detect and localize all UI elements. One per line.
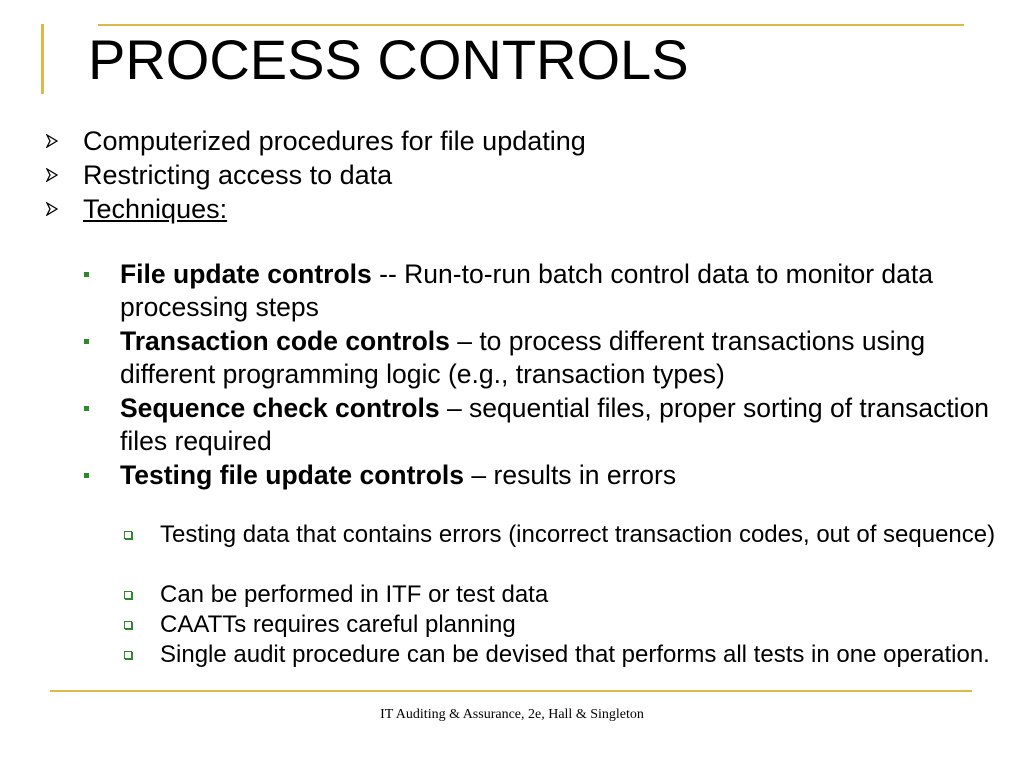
sub-bullet-text: Can be performed in ITF or test data: [160, 581, 549, 608]
technique-term: Sequence check controls: [120, 393, 440, 423]
technique-desc: – sequential files, proper sorting of tr…: [120, 393, 990, 456]
square-bullet-icon: [84, 339, 89, 344]
technique-term: File update controls: [120, 259, 372, 289]
technique-item: File update controls -- Run-to-run batch…: [84, 258, 1000, 324]
sub-bullet-item: CAATTs requires careful planning: [124, 610, 1000, 640]
bullet-item: Computerized procedures for file updatin…: [46, 124, 586, 158]
arrow-bullet-icon: [46, 134, 58, 148]
bullet-text: Computerized procedures for file updatin…: [83, 126, 586, 156]
footer-accent-line: [50, 690, 972, 692]
bullet-text: Techniques:: [83, 194, 228, 224]
left-accent-line: [41, 24, 44, 94]
bullet-item: Techniques:: [46, 192, 228, 226]
sub-bullet-item: Single audit procedure can be devised th…: [124, 640, 1000, 670]
technique-desc: – results in errors: [464, 460, 677, 490]
sub-bullet-text: CAATTs requires careful planning: [160, 611, 516, 638]
technique-item: Transaction code controls – to process d…: [84, 325, 1000, 391]
sub-bullet-text: Testing data that contains errors (incor…: [160, 521, 996, 548]
arrow-bullet-icon: [46, 168, 58, 182]
bullet-text: Restricting access to data: [83, 160, 393, 190]
hollow-square-bullet-icon: [124, 651, 132, 659]
technique-item: Testing file update controls – results i…: [84, 459, 1000, 492]
footer-text: IT Auditing & Assurance, 2e, Hall & Sing…: [380, 707, 644, 722]
sub-bullet-text: Single audit procedure can be devised th…: [160, 641, 990, 668]
bullet-item: Restricting access to data: [46, 158, 393, 192]
sub-bullet-item: Testing data that contains errors (incor…: [124, 520, 1000, 550]
hollow-square-bullet-icon: [124, 621, 132, 629]
technique-desc: – to process different transactions usin…: [120, 326, 926, 389]
technique-term: Transaction code controls: [120, 326, 450, 356]
hollow-square-bullet-icon: [124, 591, 132, 599]
top-accent-line: [98, 24, 964, 26]
hollow-square-bullet-icon: [124, 531, 132, 539]
slide-title: PROCESS CONTROLS: [88, 28, 689, 91]
square-bullet-icon: [84, 473, 89, 478]
technique-desc: -- Run-to-run batch control data to moni…: [120, 259, 933, 322]
square-bullet-icon: [84, 272, 89, 277]
technique-term: Testing file update controls: [120, 460, 465, 490]
arrow-bullet-icon: [46, 202, 58, 216]
sub-bullet-item: Can be performed in ITF or test data: [124, 580, 1000, 610]
square-bullet-icon: [84, 406, 89, 411]
technique-item: Sequence check controls – sequential fil…: [84, 392, 1000, 458]
